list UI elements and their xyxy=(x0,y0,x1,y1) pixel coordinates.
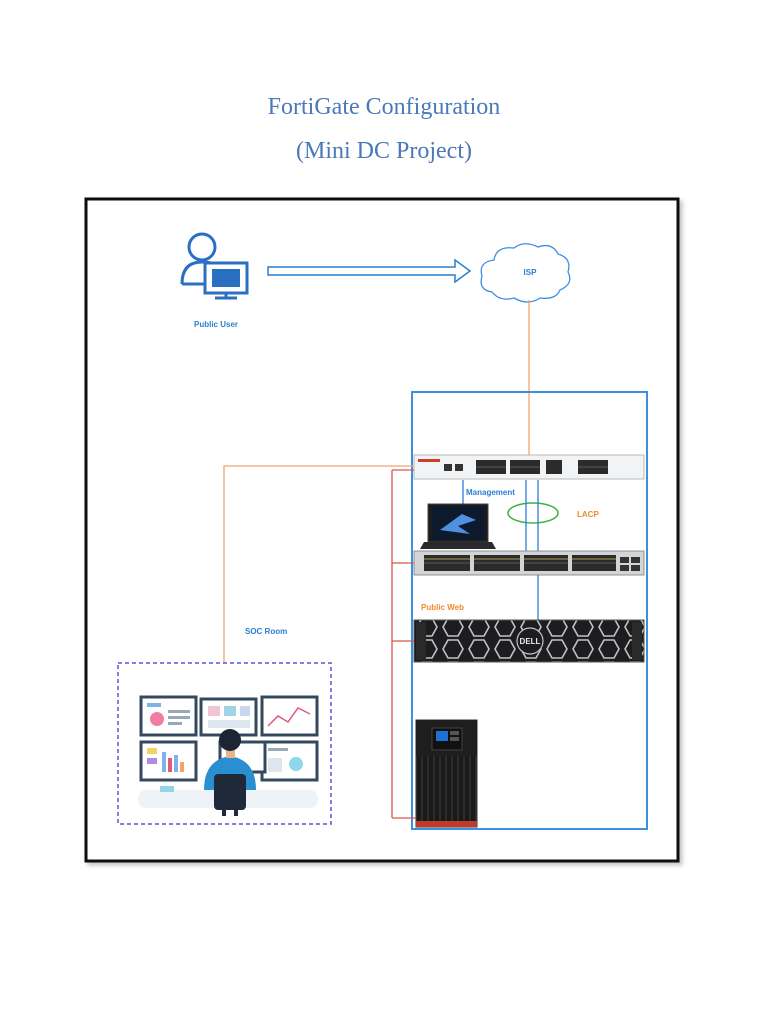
cloud-icon xyxy=(480,243,571,303)
server-brand-label: DELL xyxy=(520,637,541,646)
page-title-line-2: (Mini DC Project) xyxy=(296,138,472,164)
lacp-ring xyxy=(507,502,559,524)
monitor-icon xyxy=(203,261,249,300)
management-label: Management xyxy=(466,488,515,497)
laptop-icon xyxy=(420,503,496,549)
soc-link xyxy=(223,465,414,663)
lacp-label: LACP xyxy=(577,510,599,519)
rack-frame xyxy=(411,391,648,830)
public-user-label: Public User xyxy=(194,320,238,329)
arrow-icon xyxy=(267,258,472,284)
switch-icon xyxy=(413,550,645,576)
soc-operator-icon xyxy=(138,695,319,816)
power-links xyxy=(391,469,416,819)
firewall-icon xyxy=(413,454,645,480)
page-title-line-1: FortiGate Configuration xyxy=(267,94,501,120)
isp-label: ISP xyxy=(524,268,538,277)
soc-room-label: SOC Room xyxy=(245,627,287,636)
public-web-label: Public Web xyxy=(421,603,464,612)
ups-icon xyxy=(415,719,478,828)
server-icon: DELL xyxy=(413,619,645,663)
